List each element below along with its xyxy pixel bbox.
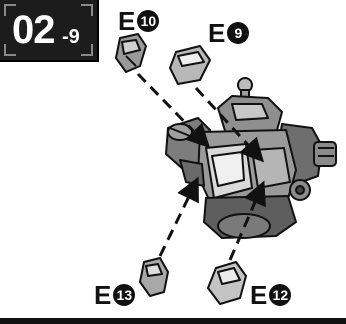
badge-corner-decoration	[81, 4, 93, 16]
part-number-circle: 12	[269, 284, 292, 306]
part-label-e13: E 13	[94, 280, 136, 310]
part-letter: E	[250, 280, 268, 310]
part-number-circle: 9	[227, 22, 250, 44]
step-number-badge: 02 -9	[0, 0, 99, 62]
part-letter: E	[208, 18, 226, 48]
arrow-e9	[194, 86, 265, 163]
badge-corner-decoration	[4, 44, 16, 56]
badge-corner-decoration	[4, 4, 16, 16]
part-number-circle: 13	[113, 284, 136, 306]
part-letter: E	[94, 280, 112, 310]
badge-corner-decoration	[81, 44, 93, 56]
page-bottom-rule	[0, 318, 346, 324]
part-number-circle: 10	[137, 10, 160, 32]
assembly-arrows	[136, 72, 266, 261]
part-e12-piece	[207, 261, 247, 305]
arrow-e13	[158, 176, 199, 257]
robot-body	[165, 77, 337, 239]
arrow-e10	[136, 72, 211, 149]
part-label-e10: E 10	[118, 6, 160, 36]
part-label-e9: E 9	[208, 18, 250, 48]
part-e9-piece	[169, 45, 211, 85]
part-letter: E	[118, 6, 136, 36]
step-sub-number: -9	[62, 26, 80, 48]
part-e10-piece	[115, 33, 147, 73]
part-label-e12: E 12	[250, 280, 292, 310]
step-number: 02	[12, 8, 55, 52]
part-e13-piece	[139, 257, 169, 297]
arrow-e12	[228, 180, 266, 261]
